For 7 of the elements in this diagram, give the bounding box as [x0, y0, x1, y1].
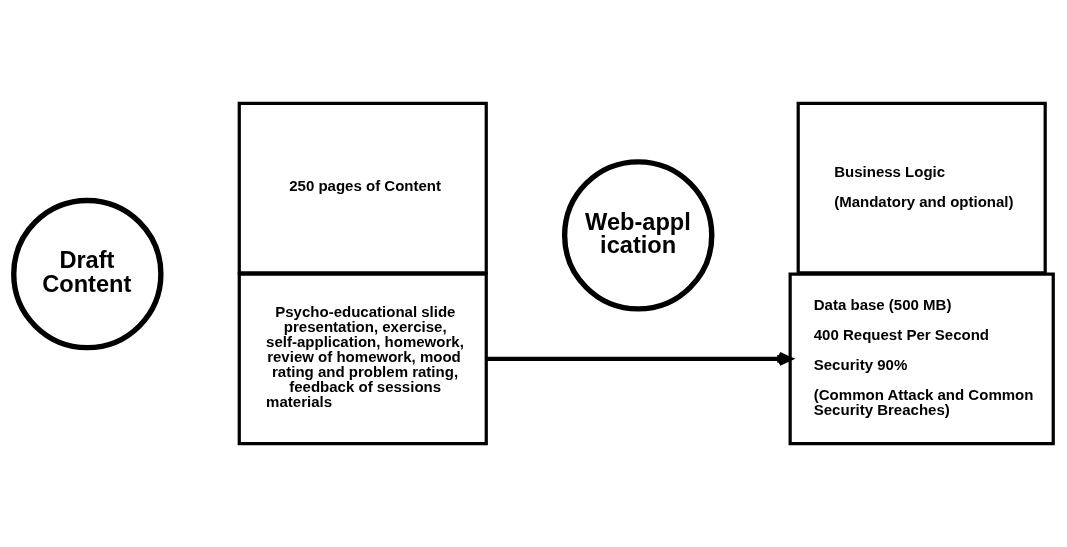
- node-box: 250 pages of Content: [237, 101, 488, 275]
- node-box: Data base (500 MB) 400 Request Per Second Security 90% (Common Attack and Common Security Breaches): [788, 272, 1055, 446]
- node-circle: Draft Content: [11, 197, 164, 351]
- node-box: Business Logic (Mandatory and optional): [796, 101, 1047, 275]
- node-circle: Web-application: [561, 159, 715, 312]
- node-box: Psycho-educational slide presentation, exercise, self-application, homework, review of homework, mood rating and problem rating, feedback of sessions materials: [237, 272, 488, 446]
- arrow: [486, 351, 793, 366]
